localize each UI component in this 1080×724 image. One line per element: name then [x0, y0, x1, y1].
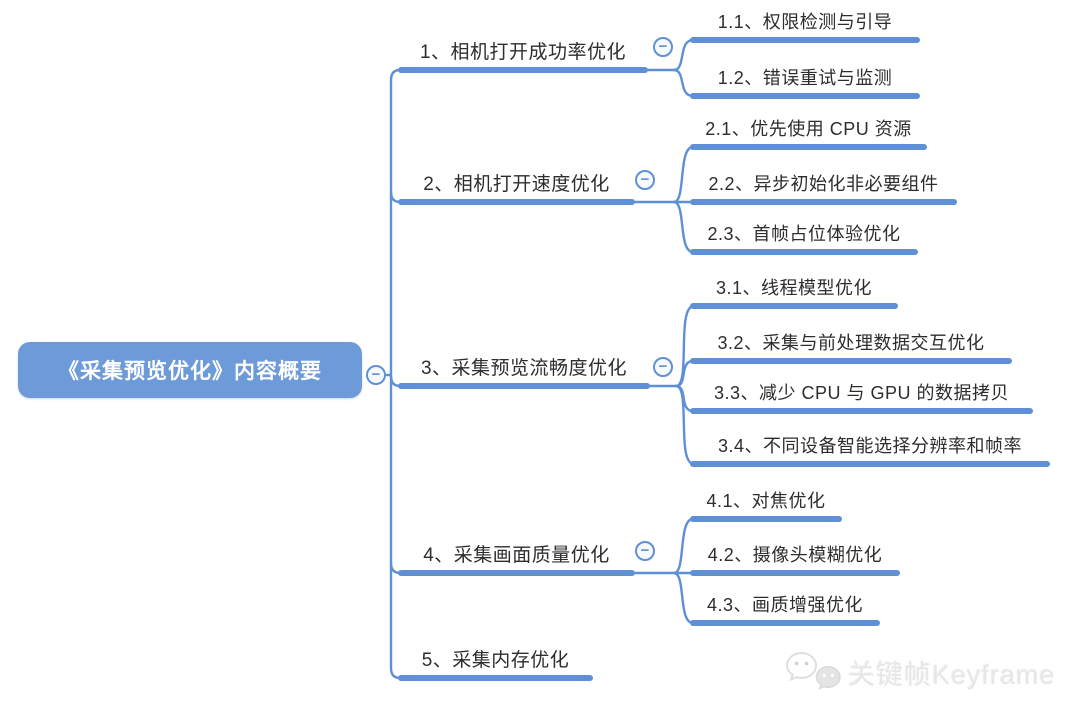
branch-label: 2、相机打开速度优化	[423, 174, 610, 195]
topic-underline	[398, 570, 635, 576]
subtopic-node-3-4[interactable]: 3.4、不同设备智能选择分辨率和帧率	[690, 431, 1050, 467]
subtopic-label: 3.4、不同设备智能选择分辨率和帧率	[717, 436, 1023, 456]
topic-underline	[690, 144, 927, 150]
subtopic-label: 2.3、首帧占位体验优化	[707, 224, 901, 244]
topic-underline	[690, 408, 1033, 414]
subtopic-label: 2.1、优先使用 CPU 资源	[705, 119, 912, 139]
topic-underline	[398, 383, 650, 389]
subtopic-label: 4.2、摄像头模糊优化	[707, 545, 883, 565]
subtopic-node-2-3[interactable]: 2.3、首帧占位体验优化	[690, 219, 918, 255]
topic-underline	[398, 675, 593, 681]
topic-underline	[690, 249, 918, 255]
subtopic-label: 3.1、线程模型优化	[715, 278, 873, 298]
topic-underline	[690, 461, 1050, 467]
branch-node-5[interactable]: 5、采集内存优化	[398, 645, 593, 681]
subtopic-label: 3.3、减少 CPU 与 GPU 的数据拷贝	[713, 383, 1010, 403]
branch-node-4[interactable]: 4、采集画面质量优化	[398, 540, 635, 576]
root-topic[interactable]: 《采集预览优化》内容概要	[18, 342, 362, 398]
branch-node-1[interactable]: 1、相机打开成功率优化	[398, 37, 648, 73]
collapse-button-2[interactable]: −	[635, 170, 655, 190]
branch-node-3[interactable]: 3、采集预览流畅度优化	[398, 353, 650, 389]
branch-label: 5、采集内存优化	[421, 650, 570, 671]
subtopic-node-3-3[interactable]: 3.3、减少 CPU 与 GPU 的数据拷贝	[690, 378, 1033, 414]
subtopic-label: 1.1、权限检测与引导	[717, 12, 893, 32]
subtopic-node-3-2[interactable]: 3.2、采集与前处理数据交互优化	[690, 328, 1012, 364]
subtopic-node-1-2[interactable]: 1.2、错误重试与监测	[690, 63, 920, 99]
topic-underline	[398, 67, 648, 73]
branch-node-2[interactable]: 2、相机打开速度优化	[398, 169, 635, 205]
branch-label: 3、采集预览流畅度优化	[420, 358, 628, 379]
subtopic-label: 2.2、异步初始化非必要组件	[708, 174, 939, 194]
subtopic-label: 3.2、采集与前处理数据交互优化	[717, 333, 985, 353]
watermark-text: 关键帧Keyframe	[848, 659, 1056, 690]
watermark: 关键帧Keyframe	[786, 650, 1056, 694]
subtopic-label: 4.1、对焦优化	[706, 491, 826, 511]
topic-underline	[690, 199, 957, 205]
topic-underline	[690, 37, 920, 43]
branch-label: 1、相机打开成功率优化	[419, 42, 627, 63]
topic-underline	[690, 516, 842, 522]
subtopic-label: 4.3、画质增强优化	[706, 595, 864, 615]
topic-underline	[398, 199, 635, 205]
subtopic-node-4-1[interactable]: 4.1、对焦优化	[690, 486, 842, 522]
branch-label: 4、采集画面质量优化	[423, 545, 610, 566]
collapse-button-1[interactable]: −	[653, 37, 673, 57]
topic-underline	[690, 93, 920, 99]
subtopic-node-2-2[interactable]: 2.2、异步初始化非必要组件	[690, 169, 957, 205]
subtopic-node-2-1[interactable]: 2.1、优先使用 CPU 资源	[690, 114, 927, 150]
subtopic-node-4-3[interactable]: 4.3、画质增强优化	[690, 590, 880, 626]
subtopic-node-3-1[interactable]: 3.1、线程模型优化	[690, 273, 898, 309]
topic-underline	[690, 358, 1012, 364]
topic-underline	[690, 303, 898, 309]
subtopic-label: 1.2、错误重试与监测	[717, 68, 893, 88]
topic-underline	[690, 620, 880, 626]
subtopic-node-4-2[interactable]: 4.2、摄像头模糊优化	[690, 540, 900, 576]
collapse-button-4[interactable]: −	[635, 541, 655, 561]
subtopic-node-1-1[interactable]: 1.1、权限检测与引导	[690, 7, 920, 43]
wechat-logo-icon	[786, 651, 841, 690]
collapse-button-3[interactable]: −	[653, 357, 673, 377]
topic-underline	[690, 570, 900, 576]
collapse-button-root[interactable]: −	[366, 365, 386, 385]
root-topic-label: 《采集预览优化》内容概要	[58, 360, 322, 383]
